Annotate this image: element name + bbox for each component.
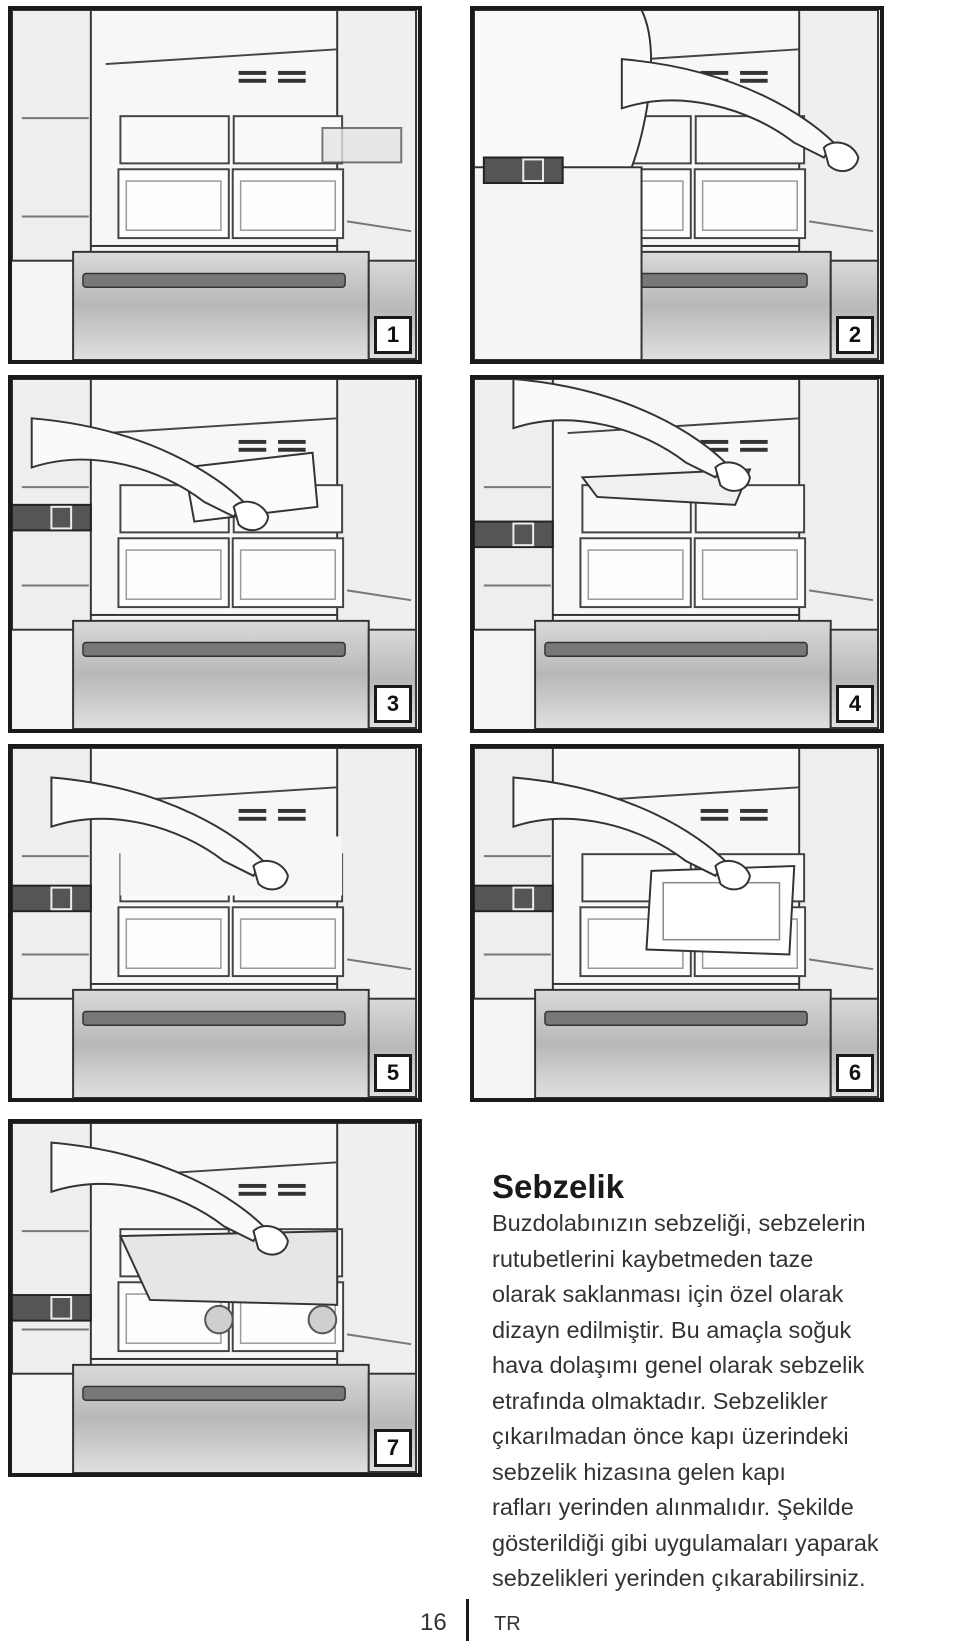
illustration-panel-6: 6	[470, 744, 884, 1102]
crisper-cover-illustration	[12, 1123, 418, 1473]
door-shelf-removal-illustration	[474, 10, 880, 360]
glass-shelf-removal-illustration	[474, 379, 880, 729]
step-number-badge: 5	[374, 1054, 412, 1092]
body-line: gösterildiği gibi uygulamaları yaparak	[492, 1529, 879, 1556]
language-code: TR	[494, 1613, 521, 1635]
body-line: olarak saklanması için özel olarak	[492, 1281, 844, 1307]
illustration-panel-1: 1	[8, 6, 422, 364]
body-line: sebzelikleri yerinden çıkarabilirsiniz.	[492, 1565, 866, 1591]
empty-compartment-illustration	[12, 748, 418, 1098]
step-number-badge: 3	[374, 685, 412, 723]
step-number-badge: 6	[836, 1054, 874, 1092]
illustration-panel-5: 5	[8, 744, 422, 1102]
body-line: etrafında olmaktadır. Sebzelikler	[492, 1387, 828, 1414]
step-number-badge: 1	[374, 316, 412, 354]
body-line: hava dolaşımı genel olarak sebzelik	[492, 1352, 865, 1378]
crisper-removal-illustration	[474, 748, 880, 1098]
body-line: çıkarılmadan önce kapı üzerindeki	[492, 1423, 849, 1449]
page-number: 16	[420, 1609, 447, 1636]
body-line: rutubetlerini kaybetmeden taze	[492, 1245, 814, 1272]
step-number-badge: 2	[836, 316, 874, 354]
illustration-panel-3: 3	[8, 375, 422, 733]
step-number-badge: 7	[374, 1429, 412, 1467]
body-line: dizayn edilmiştir. Bu amaçla soğuk	[492, 1316, 852, 1343]
step-number-badge: 4	[836, 685, 874, 723]
body-line: Buzdolabınızın sebzeliği, sebzelerin	[492, 1210, 866, 1236]
illustration-panel-7: 7	[8, 1119, 422, 1477]
illustration-panel-4: 4	[470, 375, 884, 733]
body-line: rafları yerinden alınmalıdır. Şekilde	[492, 1494, 854, 1520]
section-title: Sebzelik	[492, 1168, 625, 1205]
illustration-panel-2: 2	[470, 6, 884, 364]
fridge-open-illustration	[12, 10, 418, 360]
body-line: sebzelik hizasına gelen kapı	[492, 1458, 786, 1485]
top-drawer-removal-illustration	[12, 379, 418, 729]
section-body: Buzdolabınızın sebzeliği, sebzelerin rut…	[492, 1206, 952, 1597]
footer-divider	[466, 1599, 469, 1641]
